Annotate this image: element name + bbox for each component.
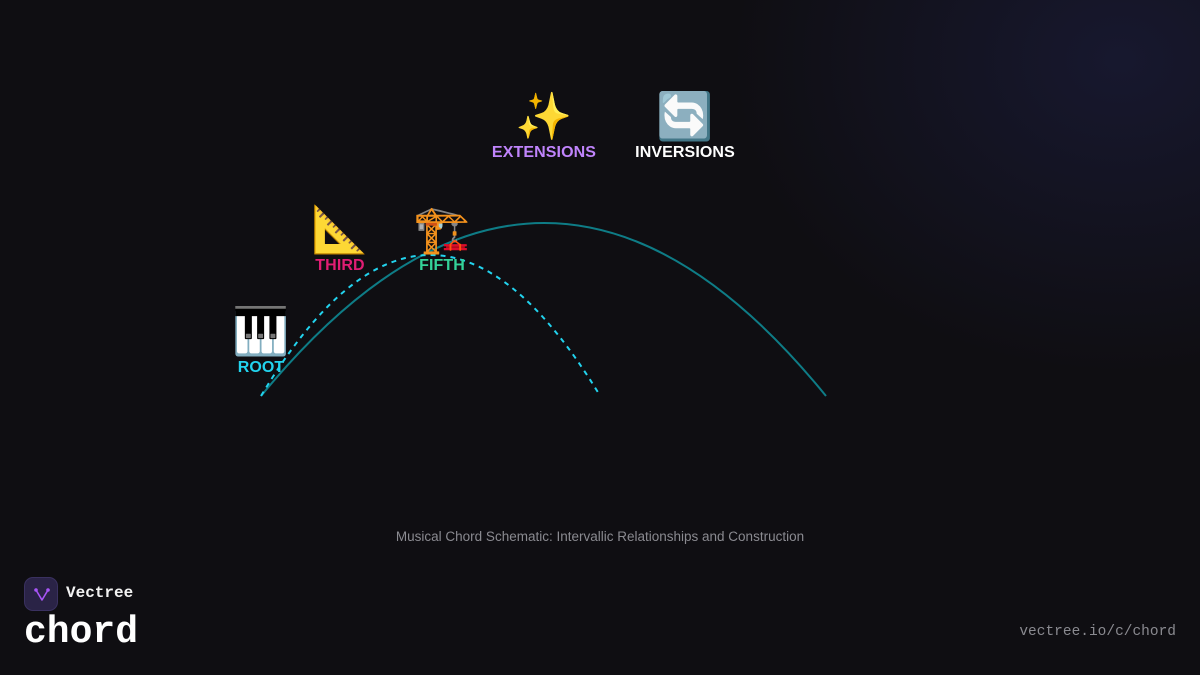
cycle-arrows-icon: 🔄 (656, 90, 714, 142)
sparkles-icon: ✨ (515, 90, 573, 142)
footer-url[interactable]: vectree.io/c/chord (1019, 624, 1176, 640)
node-third: 📐 THIRD (270, 203, 410, 275)
node-fifth: 🏗️ FIFTH (372, 203, 512, 275)
dashed-arc (260, 254, 600, 397)
solid-arc (260, 222, 827, 397)
triangle-ruler-icon: 📐 (311, 203, 369, 255)
piano-icon: 🎹 (232, 305, 290, 357)
node-inversions: 🔄 INVERSIONS (615, 90, 755, 162)
node-extensions: ✨ EXTENSIONS (474, 90, 614, 162)
vectree-logo-icon[interactable] (24, 577, 58, 611)
node-label-inversions: INVERSIONS (635, 144, 735, 161)
diagram-caption: Musical Chord Schematic: Intervallic Rel… (395, 529, 805, 544)
node-label-extensions: EXTENSIONS (491, 144, 597, 161)
page-title: chord (24, 611, 139, 654)
node-label-third: THIRD (315, 257, 365, 274)
logo-mark (34, 588, 50, 601)
node-root: 🎹 ROOT (191, 305, 331, 377)
node-label-root: ROOT (237, 359, 285, 376)
node-label-fifth: FIFTH (419, 257, 465, 274)
construction-crane-icon: 🏗️ (413, 203, 471, 255)
brand-name[interactable]: Vectree (66, 584, 134, 602)
